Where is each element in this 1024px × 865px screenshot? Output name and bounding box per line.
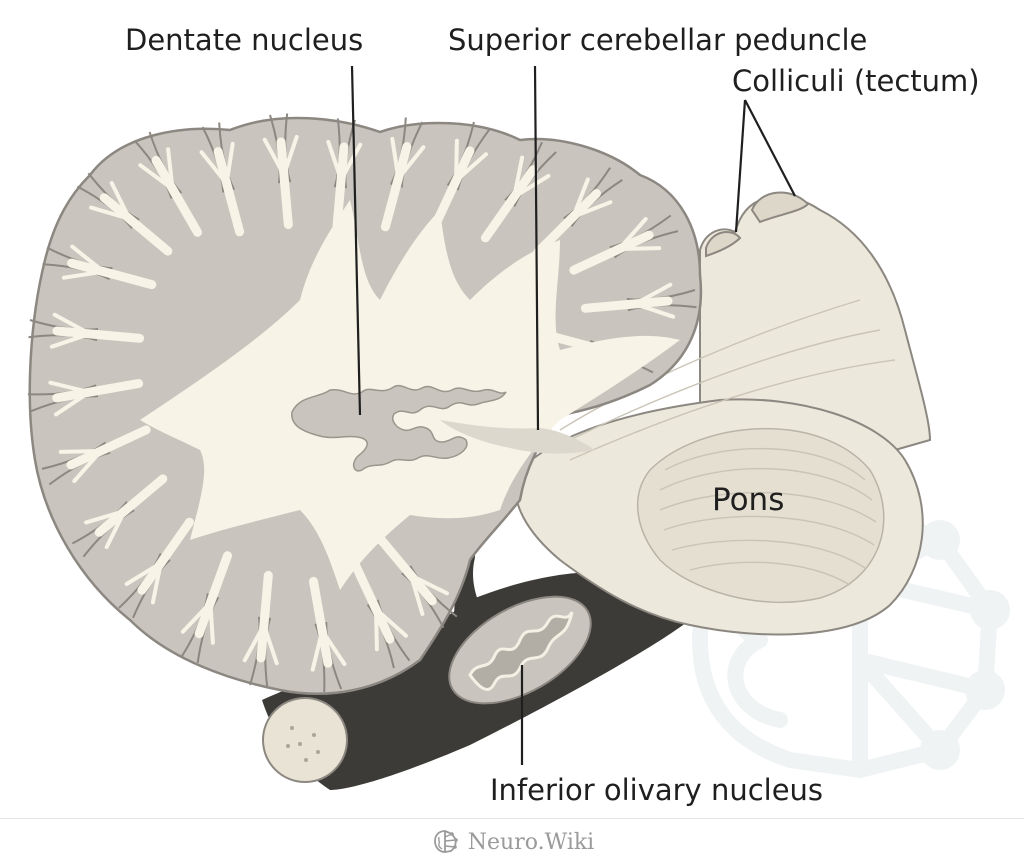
white-matter-twig [390, 136, 401, 181]
white-matter-branch [481, 165, 538, 243]
white-matter-twig [409, 573, 425, 616]
white-matter-twig [89, 205, 132, 221]
white-matter-twig [72, 449, 103, 483]
pons-fiber-lines [559, 299, 896, 586]
white-matter-twig [454, 152, 488, 183]
label-colliculi: Colliculi (tectum) [732, 64, 980, 98]
white-matter-branch [569, 230, 654, 275]
white-matter-twig [633, 282, 673, 306]
white-matter-branch [194, 551, 232, 639]
white-matter-twig [409, 573, 449, 596]
white-matter-twig [180, 600, 213, 634]
white-matter-branch [430, 146, 475, 231]
white-matter-twig [339, 142, 363, 182]
white-matter-twig [633, 301, 676, 319]
white-matter-branch [580, 296, 673, 313]
white-matter-twig [52, 312, 92, 336]
white-matter-twig [150, 561, 163, 605]
dentate-nucleus-shape [291, 384, 507, 472]
white-matter-twig [58, 449, 103, 454]
leader-peduncle [533, 65, 540, 431]
leader-dentate [350, 65, 362, 416]
white-matter-twig [262, 137, 286, 177]
superior-cerebellar-peduncle-tract [440, 420, 595, 454]
white-matter-twig [104, 509, 127, 549]
white-matter-branches [48, 134, 676, 672]
white-matter-twig [396, 145, 426, 181]
white-matter-branch [151, 155, 202, 237]
white-matter-branch [52, 379, 144, 403]
white-matter-branch [66, 425, 151, 470]
white-matter-branch [309, 576, 333, 668]
label-pons: Pons [712, 482, 784, 518]
footer: Neuro.Wiki [0, 818, 1024, 865]
white-matter-twig [242, 623, 266, 663]
white-matter-branch [213, 147, 245, 237]
white-matter-twig [70, 244, 106, 274]
colliculus-superior [750, 191, 810, 224]
medulla-cut-dots [286, 726, 320, 762]
white-matter-branch [99, 193, 173, 256]
colliculus-inferior [705, 231, 742, 258]
white-matter-twig [320, 628, 347, 666]
label-superior-cerebellar-peduncle: Superior cerebellar peduncle [448, 23, 867, 57]
white-matter-twig [374, 607, 379, 652]
white-matter-branch [350, 559, 395, 644]
brainstem [514, 191, 932, 636]
white-matter-branch [533, 189, 601, 257]
white-matter-twig [109, 181, 132, 221]
white-matter-branch [67, 258, 157, 290]
white-matter-twig [326, 139, 344, 182]
white-matter-branch [374, 532, 437, 606]
white-matter-twig [617, 246, 662, 251]
olivary-nucleus-ribbon [468, 611, 574, 691]
white-matter-branch [52, 326, 145, 343]
white-matter-twig [594, 346, 630, 376]
white-matter-twig [310, 628, 325, 672]
white-matter-twig [617, 217, 648, 251]
white-matter-twig [61, 269, 106, 280]
white-matter-twig [261, 623, 279, 666]
white-matter-twig [124, 561, 163, 586]
brain-network-icon [433, 830, 458, 853]
cerebellum [27, 113, 703, 695]
white-matter-branch [332, 142, 349, 235]
white-matter-branch [543, 330, 633, 362]
inferior-olive [448, 595, 592, 705]
leader-colliculus-superior [744, 99, 796, 197]
white-matter-twig [84, 509, 127, 525]
white-matter-twig [208, 600, 215, 645]
leader-colliculus-inferior [734, 99, 747, 233]
white-matter-branch [380, 142, 412, 232]
white-matter-twig [199, 150, 229, 186]
white-matter-twig [166, 147, 175, 191]
white-matter-twig [512, 174, 551, 199]
white-matter-twig [224, 141, 235, 186]
white-matter-twig [374, 607, 408, 638]
white-matter-twig [49, 331, 92, 349]
white-matter-twig [571, 177, 590, 219]
leader-lines [350, 65, 796, 765]
medulla-cut-end [262, 697, 348, 783]
white-matter-twig [571, 200, 613, 219]
pons-basilar-shadow [637, 427, 885, 604]
white-matter-branch [137, 517, 194, 595]
white-matter-twig [281, 134, 299, 177]
white-matter-twig [594, 340, 639, 351]
white-matter-branch [276, 137, 293, 230]
white-matter-branch [256, 570, 273, 663]
white-matter-twig [138, 163, 175, 191]
label-dentate-nucleus: Dentate nucleus [125, 23, 363, 57]
white-matter-twig [454, 138, 459, 183]
white-matter-twig [54, 390, 92, 417]
footer-brand[interactable]: Neuro.Wiki [467, 829, 595, 855]
midbrain-tectum [699, 196, 932, 462]
white-matter-branch [94, 474, 168, 537]
white-matter-twig [512, 155, 525, 199]
white-matter-twig [48, 380, 92, 395]
label-inferior-olivary-nucleus: Inferior olivary nucleus [490, 773, 823, 807]
